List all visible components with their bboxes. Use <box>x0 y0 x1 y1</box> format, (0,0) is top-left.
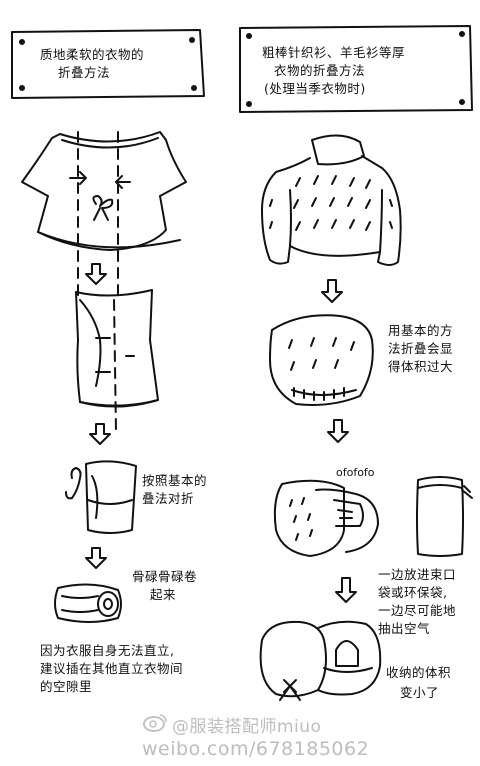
arrow-down-2 <box>89 423 111 445</box>
arrow-down-1 <box>85 263 107 285</box>
right-step3-line-4: 抽出空气 <box>378 621 431 636</box>
drawstring-bag-drawing <box>416 476 473 557</box>
right-step3-line-2: 袋或环保袋, <box>378 585 448 600</box>
result-line-1: 收纳的体积 <box>386 665 452 680</box>
arrow-down-3 <box>85 547 107 569</box>
arrow-down-r3 <box>335 577 357 603</box>
arrow-down-r1 <box>321 279 343 303</box>
right-title-line-1: 粗棒针织衫、羊毛衫等厚 <box>262 45 406 60</box>
left-step3-line-1: 按照基本的 <box>142 473 208 488</box>
weibo-logo-icon <box>142 712 168 732</box>
left-bottom-line-1: 因为衣服自身无法直立, <box>40 643 175 658</box>
result-line-2: 变小了 <box>400 685 440 700</box>
fold-line-dashes <box>77 131 119 433</box>
arrow-down-r2 <box>327 419 349 443</box>
packed-bag-drawing <box>259 620 382 701</box>
sweater-roll-drawing <box>273 479 379 557</box>
left-title-line-2: 折叠方法 <box>58 65 111 80</box>
left-step4-line-1: 骨碌骨碌卷 <box>132 569 198 584</box>
folded-blouse-drawing <box>75 289 159 408</box>
right-step3-line-1: 一边放进束口 <box>378 567 457 582</box>
right-step3-line-3: 一边尽可能地 <box>378 603 457 618</box>
left-title-line-1: 质地柔软的衣物的 <box>40 47 145 62</box>
right-step2-line-3: 得体积过大 <box>388 359 454 374</box>
half-fold-drawing <box>65 460 137 534</box>
sweater-drawing <box>261 134 402 266</box>
left-step3-line-2: 叠法对折 <box>142 491 195 506</box>
right-title-card <box>239 25 473 113</box>
soft-blouse-drawing <box>21 131 187 251</box>
right-title-line-2: 衣物的折叠方法 <box>274 63 366 78</box>
rolled-garment-drawing <box>54 583 122 623</box>
left-bottom-line-2: 建议插在其他直立衣物间 <box>40 661 184 676</box>
watermark-url: weibo.com/678185062 <box>142 738 370 760</box>
sound-effect-label: ofofofo <box>336 466 375 479</box>
right-title-line-3: (处理当季衣物时) <box>264 81 366 96</box>
folded-sweater-drawing <box>269 314 374 406</box>
right-step2-line-2: 法折叠会显 <box>388 341 454 356</box>
left-step4-line-2: 起来 <box>150 587 177 602</box>
left-title-card <box>11 29 205 99</box>
left-bottom-line-3: 的空隙里 <box>40 679 93 694</box>
watermark-handle: @服装搭配师miuo <box>172 717 322 737</box>
right-step2-line-1: 用基本的方 <box>388 323 454 338</box>
